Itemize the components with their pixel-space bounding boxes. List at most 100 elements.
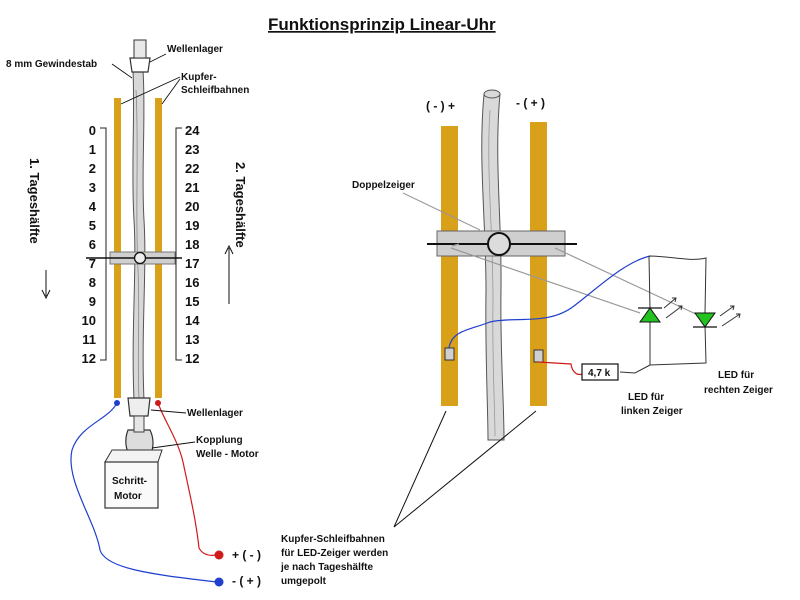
motor-label-1: Schritt- bbox=[112, 476, 147, 487]
down-arrow-icon bbox=[41, 289, 51, 300]
scale-left-7: 7 bbox=[89, 256, 96, 271]
scale-right-11: 13 bbox=[185, 332, 199, 347]
threaded-rod bbox=[132, 69, 146, 401]
rod-texture bbox=[135, 89, 140, 399]
led-right-label-2: rechten Zeiger bbox=[704, 385, 773, 396]
scale-left-11: 11 bbox=[82, 332, 96, 347]
minus-terminal bbox=[214, 577, 224, 587]
scale-right-2: 22 bbox=[185, 161, 199, 176]
stepper-motor bbox=[104, 461, 159, 509]
light-line-left-tip bbox=[451, 243, 460, 247]
motor-top bbox=[104, 449, 163, 463]
terminal-plus-label: + ( - ) bbox=[232, 548, 261, 562]
scale-right-9: 15 bbox=[185, 294, 199, 309]
up-arrow-icon bbox=[224, 244, 234, 255]
left-copper-rail-2 bbox=[155, 98, 162, 398]
second-half-label: 2. Tageshälfte bbox=[233, 162, 248, 248]
led-left-label-2: linken Zeiger bbox=[621, 406, 683, 417]
left-slider-contact bbox=[444, 347, 455, 361]
scale-right-12: 12 bbox=[185, 351, 199, 366]
scale-left-2: 2 bbox=[89, 161, 96, 176]
top-bearing-label: Wellenlager bbox=[167, 44, 223, 55]
kopplung-label-2: Welle - Motor bbox=[196, 449, 259, 460]
note-leader-left bbox=[393, 410, 447, 528]
detail-blue-wire bbox=[448, 255, 651, 349]
scale-left-6: 6 bbox=[89, 237, 96, 252]
scale-right-10: 14 bbox=[185, 313, 200, 328]
left-hour-scale: 0 1 2 3 4 5 6 7 8 9 10 11 12 bbox=[82, 123, 97, 366]
detail-copper-rail-right bbox=[530, 122, 547, 406]
scale-left-10: 10 bbox=[82, 313, 96, 328]
detail-rod-top bbox=[483, 89, 501, 99]
kupfer-leader-2 bbox=[161, 78, 181, 105]
scale-right-4: 20 bbox=[185, 199, 199, 214]
scale-right-7: 17 bbox=[185, 256, 199, 271]
plus-terminal bbox=[214, 550, 224, 560]
scale-right-0: 24 bbox=[185, 123, 200, 138]
terminal-minus-label: - ( + ) bbox=[232, 574, 261, 588]
left-pointer-nut bbox=[133, 251, 147, 265]
kupfer-label-1: Kupfer- bbox=[181, 72, 217, 83]
led-emission-arrow-3 bbox=[719, 305, 735, 317]
scale-left-3: 3 bbox=[89, 180, 96, 195]
doppelzeiger-leader bbox=[402, 192, 481, 231]
detail-rod-texture bbox=[488, 109, 496, 437]
scale-right-1: 23 bbox=[185, 142, 199, 157]
resistor bbox=[581, 363, 619, 381]
first-half-label: 1. Tageshälfte bbox=[27, 158, 42, 244]
left-scale-bracket bbox=[100, 127, 107, 361]
right-scale-bracket bbox=[175, 127, 182, 361]
motor-label-2: Motor bbox=[114, 491, 142, 502]
note-line-2: für LED-Zeiger werden bbox=[281, 548, 388, 559]
kopplung-label-1: Kopplung bbox=[196, 435, 243, 446]
led-circuit-wiring bbox=[648, 255, 707, 366]
rod-lower-section bbox=[133, 415, 145, 433]
scale-left-12: 12 bbox=[82, 351, 96, 366]
scale-right-3: 21 bbox=[185, 180, 199, 195]
top-bearing bbox=[129, 57, 151, 73]
red-wire bbox=[157, 402, 217, 556]
light-line-left bbox=[450, 247, 641, 314]
left-copper-rail-1 bbox=[114, 98, 121, 398]
detail-red-wire bbox=[537, 361, 584, 376]
scale-right-8: 16 bbox=[185, 275, 199, 290]
left-led-icon bbox=[639, 307, 661, 323]
kupfer-leader-1 bbox=[120, 76, 181, 105]
kopplung-leader bbox=[151, 441, 196, 449]
doppelzeiger-label: Doppelzeiger bbox=[352, 180, 415, 191]
led-left-label-1: LED für bbox=[628, 392, 664, 403]
detail-copper-rail-left bbox=[441, 126, 458, 406]
gewindestab-label: 8 mm Gewindestab bbox=[6, 59, 97, 70]
top-bearing-leader bbox=[149, 53, 167, 63]
scale-left-8: 8 bbox=[89, 275, 96, 290]
led-right-label-1: LED für bbox=[718, 370, 754, 381]
gewindestab-leader bbox=[111, 63, 133, 79]
right-slider-contact bbox=[533, 349, 544, 363]
diagram-title: Funktionsprinzip Linear-Uhr bbox=[268, 15, 496, 34]
scale-left-4: 4 bbox=[89, 199, 97, 214]
note-line-3: je nach Tageshälfte bbox=[280, 562, 374, 573]
blue-wire bbox=[70, 402, 217, 583]
rod-top-cap bbox=[133, 39, 147, 59]
scale-left-5: 5 bbox=[89, 218, 96, 233]
note-line-1: Kupfer-Schleifbahnen bbox=[281, 534, 385, 545]
bottom-bearing-label: Wellenlager bbox=[187, 408, 243, 419]
right-hour-scale: 24 23 22 21 20 19 18 17 16 15 14 13 12 bbox=[185, 123, 200, 366]
scale-right-6: 18 bbox=[185, 237, 199, 252]
scale-right-5: 19 bbox=[185, 218, 199, 233]
right-led-icon bbox=[694, 312, 716, 328]
scale-left-0: 0 bbox=[89, 123, 96, 138]
light-line-right bbox=[554, 247, 701, 317]
led-emission-arrow-4 bbox=[721, 313, 741, 327]
resistor-to-led-wire bbox=[619, 364, 651, 374]
double-pointer-nut bbox=[487, 232, 511, 256]
scale-left-9: 9 bbox=[89, 294, 96, 309]
note-line-4: umgepolt bbox=[281, 576, 327, 587]
scale-left-1: 1 bbox=[89, 142, 96, 157]
polarity-left-rail: ( - ) + bbox=[426, 99, 455, 113]
polarity-right-rail: - ( + ) bbox=[516, 96, 545, 110]
bottom-bearing-leader bbox=[150, 409, 187, 414]
led-emission-arrow-2 bbox=[665, 305, 683, 319]
bottom-bearing bbox=[127, 397, 151, 417]
